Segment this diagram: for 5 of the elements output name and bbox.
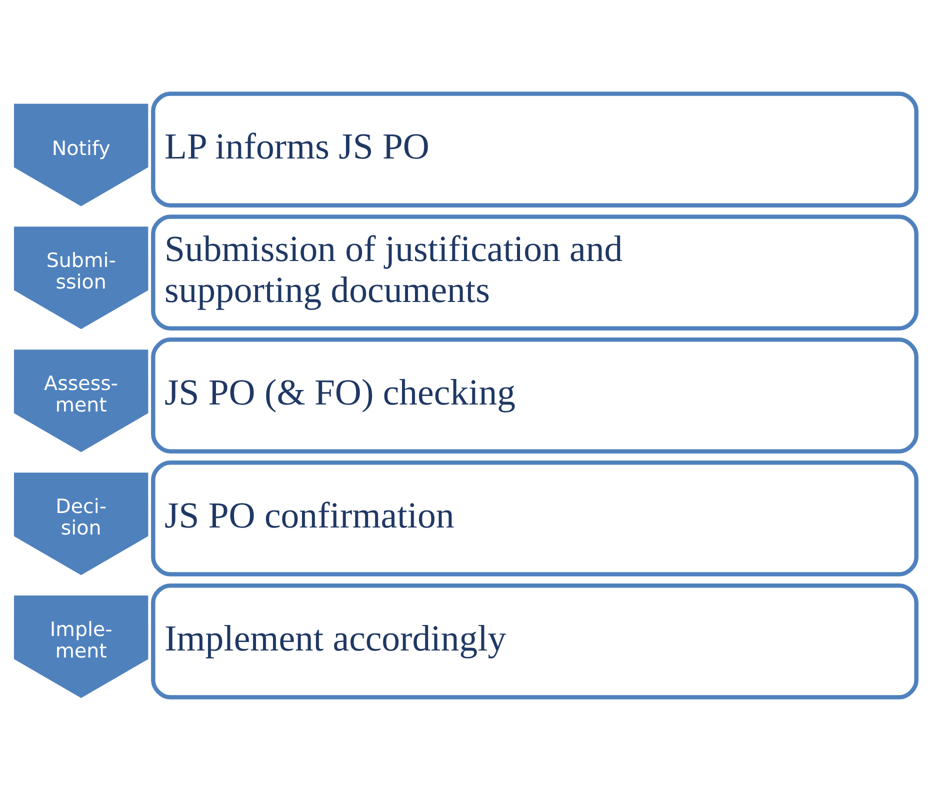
- node-box: JS PO confirmation: [150, 460, 918, 576]
- node-box: LP informs JS PO: [150, 92, 918, 208]
- node-box: JS PO (& FO) checking: [150, 338, 918, 454]
- node-box: Submission of justification and supporting documents: [150, 214, 918, 330]
- node-box: Implement accordingly: [150, 583, 918, 700]
